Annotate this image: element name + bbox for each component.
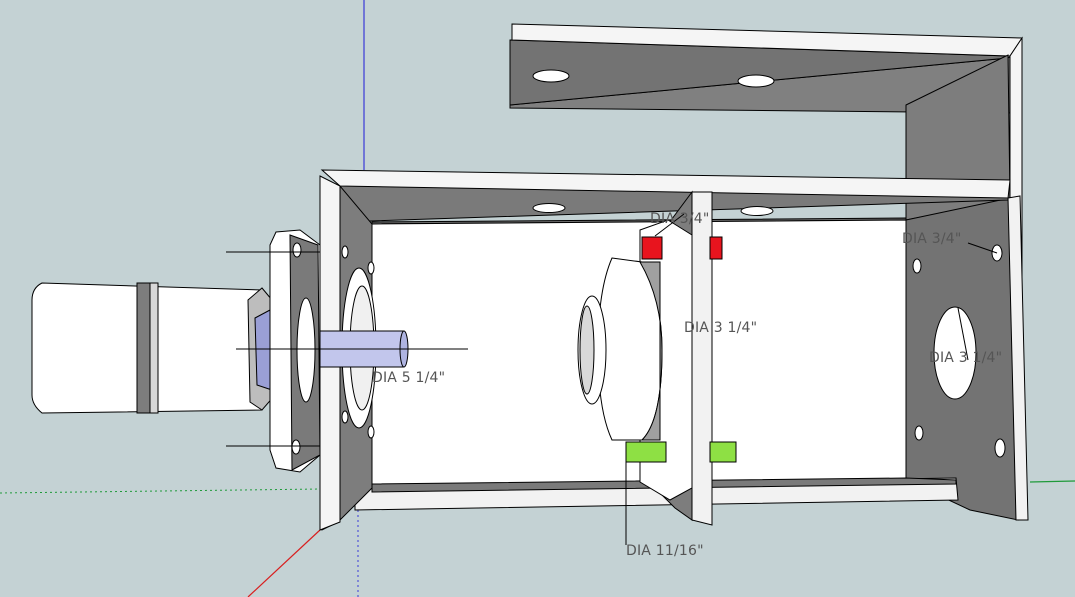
top-rail-hole-1 [532, 203, 566, 213]
red-axis [247, 529, 321, 597]
motor-flange-plate[interactable] [269, 229, 321, 473]
dim-label-bearing-flange: DIA 3 1/4" [684, 320, 758, 336]
left-plate-hole-3 [341, 410, 349, 424]
right-plate-hole-4 [994, 438, 1006, 458]
bearing-assembly[interactable] [577, 190, 713, 526]
dim-label-right-hole: DIA 3/4" [902, 231, 962, 247]
green-axis [1029, 480, 1075, 483]
right-plate-hole-1 [912, 258, 922, 274]
bearing-housing-dark [639, 261, 663, 441]
dim-label-right-bore: DIA 3 1/4" [929, 350, 1003, 366]
standoff-bottom-left [625, 441, 667, 463]
dimension-leaders [226, 213, 998, 545]
top-rail-edge [320, 169, 1011, 199]
bearing-bore-inner [579, 305, 595, 395]
motor-band-right [149, 282, 159, 414]
left-plate-hole-1 [341, 245, 349, 259]
standoff-bottom-right [709, 441, 737, 463]
dim-label-standoff: DIA 11/16" [626, 543, 704, 559]
right-end-edge [1007, 195, 1029, 521]
left-plate-hole-2 [367, 261, 375, 275]
standoffs[interactable] [625, 236, 737, 463]
left-plate-hole-4 [367, 425, 375, 439]
leader-right-hole [967, 242, 998, 254]
standoff-top-right [709, 236, 723, 260]
dim-label-motor-flange: DIA 5 1/4" [372, 370, 446, 386]
leader-right-bore [957, 307, 969, 361]
flange-hole-top [292, 242, 302, 258]
right-plate-hole-3 [914, 425, 924, 441]
dim-label-top-hole: DIA 3/4" [650, 211, 710, 227]
bearing-plate-edge [691, 191, 713, 526]
standoff-top-left [641, 236, 663, 260]
green-axis-hidden [0, 488, 321, 494]
upper-bracket-hole-right [737, 74, 775, 88]
right-plate-bore [933, 306, 977, 400]
motor-hub [254, 309, 273, 391]
flange-hole-bottom [291, 439, 301, 455]
top-rail-hole-2 [740, 206, 774, 216]
upper-bracket-hole-left [532, 69, 570, 83]
stepper-motor[interactable] [31, 282, 276, 414]
flange-bore [296, 297, 316, 403]
leader-top-hole [654, 213, 685, 237]
